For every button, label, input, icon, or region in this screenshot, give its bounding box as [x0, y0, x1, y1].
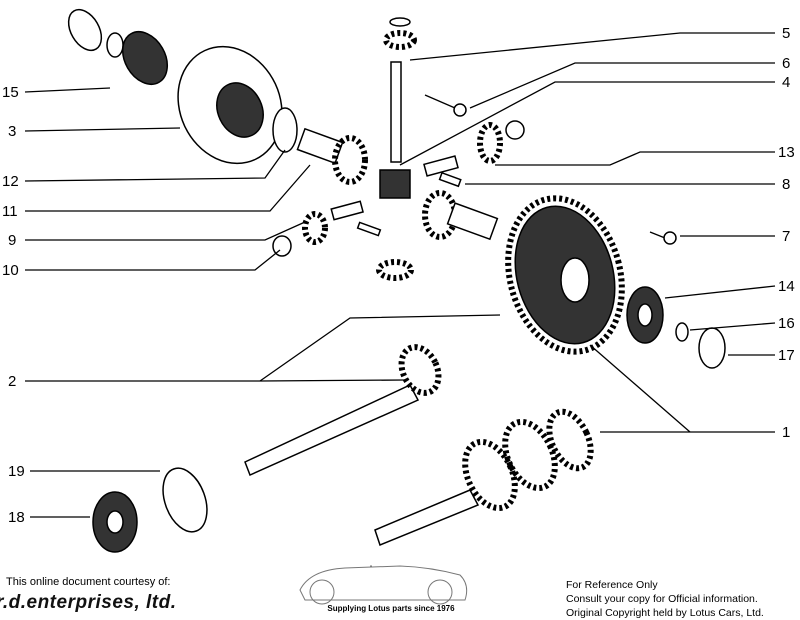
callout-6: 6 — [782, 55, 790, 72]
part-seal-15 — [67, 8, 103, 52]
callout-1: 1 — [782, 424, 790, 441]
callout-10: 10 — [2, 262, 19, 279]
leader-lines — [24, 32, 776, 518]
part-washer-10 — [272, 235, 292, 257]
callout-9: 9 — [8, 232, 16, 249]
callout-2: 2 — [8, 373, 16, 390]
part-bearing-15 — [121, 31, 169, 85]
callout-19: 19 — [8, 463, 25, 480]
part-pinion-top — [383, 30, 417, 50]
brand-name: r.d.enterprises, ltd. — [0, 592, 177, 613]
part-seal-17 — [698, 327, 726, 369]
part-pin-8 — [438, 171, 462, 188]
differential-parts — [67, 8, 726, 369]
callout-16: 16 — [778, 315, 795, 332]
callout-15: 15 — [2, 84, 19, 101]
part-circlip-19 — [162, 467, 208, 533]
reference-notice: For Reference Only Consult your copy for… — [566, 578, 764, 620]
part-bolt-6 — [453, 103, 467, 117]
part-crown-wheel — [505, 195, 625, 355]
tagline: Supplying Lotus parts since 1976 — [327, 604, 455, 613]
gearbox-shafts — [92, 344, 594, 553]
callout-11: 11 — [2, 203, 18, 220]
callout-8: 8 — [782, 176, 790, 193]
callout-18: 18 — [8, 509, 25, 526]
car-logo — [299, 565, 468, 605]
notice-line-3: Original Copyright held by Lotus Cars, L… — [566, 607, 764, 619]
part-block-4 — [379, 169, 411, 199]
notice-line-2: Consult your copy for Official informati… — [566, 593, 758, 605]
logo-block: Supplying Lotus parts since 1976 — [296, 568, 486, 613]
courtesy-text: This online document courtesy of: — [6, 576, 171, 588]
part-bolt-7 — [663, 231, 677, 245]
part-gear-9 — [302, 211, 328, 245]
callout-14: 14 — [778, 278, 795, 295]
callout-3: 3 — [8, 123, 16, 140]
part-bearing-12 — [272, 107, 298, 153]
part-pin-13 — [423, 155, 459, 177]
callout-numbers: 5 6 4 13 8 7 14 16 17 1 15 3 12 11 9 10 … — [2, 25, 795, 526]
part-ring-16 — [675, 322, 689, 342]
callout-7: 7 — [782, 228, 790, 245]
notice-line-1: For Reference Only — [566, 579, 658, 591]
part-shaft-2 — [244, 384, 420, 477]
part-mainshaft-1 — [374, 489, 480, 546]
callout-4: 4 — [782, 74, 790, 91]
part-shaft-5 — [390, 61, 402, 163]
callout-17: 17 — [778, 347, 795, 364]
callout-13: 13 — [778, 144, 795, 161]
courtesy-block: This online document courtesy of: r.d.en… — [0, 576, 177, 614]
part-ring — [106, 32, 124, 58]
callout-5: 5 — [782, 25, 790, 42]
callout-12: 12 — [2, 173, 19, 190]
